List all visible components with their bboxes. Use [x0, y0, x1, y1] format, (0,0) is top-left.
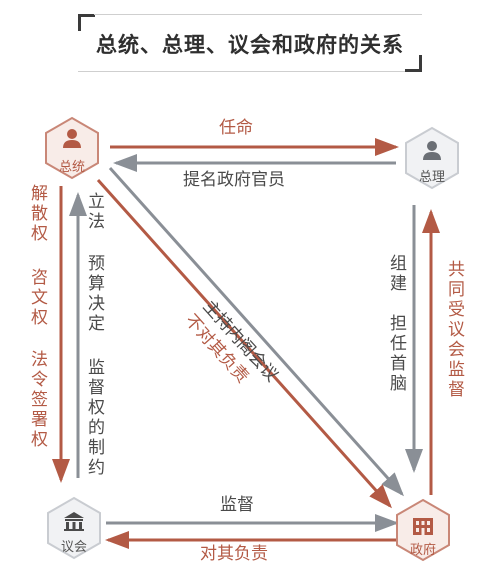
node-label-government: 政府 — [409, 543, 436, 558]
edge-label-appoint: 任命 — [219, 118, 253, 138]
edge-label-dissolve: 解散权 — [27, 184, 47, 244]
person-icon — [423, 141, 441, 160]
government-building-icon — [413, 518, 433, 535]
node-parliament — [47, 496, 101, 560]
edge-label-oversight: 监督权的制约 — [84, 358, 104, 478]
arrow-not-responsible — [96, 178, 393, 509]
edge-label-supervise: 监督 — [220, 495, 254, 515]
edge-label-organize: 组建 — [386, 254, 406, 294]
diagram-title: 总统、总理、议会和政府的关系 — [96, 33, 404, 57]
edge-label-joint-supervision: 共同受议会监督 — [444, 260, 464, 400]
edge-label-budget: 预算决定 — [84, 254, 104, 334]
node-label-president: 总统 — [58, 160, 85, 175]
title-rule-top — [94, 14, 422, 15]
title-frame: 总统、总理、议会和政府的关系 — [78, 14, 422, 72]
connectors — [52, 138, 440, 549]
person-icon — [63, 129, 81, 148]
title-corner-top-left — [78, 14, 95, 31]
title-corner-bottom-right — [405, 55, 422, 72]
node-president — [45, 116, 99, 180]
node-label-premier: 总理 — [418, 170, 445, 185]
edge-label-legislate: 立法 — [84, 192, 104, 232]
node-government — [396, 498, 450, 562]
edge-label-head: 担任首脑 — [386, 314, 406, 394]
edge-label-consult: 咨文权 — [27, 268, 47, 328]
edge-label-nominate: 提名政府官员 — [183, 170, 285, 190]
title-rule-bottom — [78, 71, 406, 72]
node-premier — [405, 126, 459, 190]
arrow-presides-cabinet — [108, 166, 405, 497]
edge-label-responsible-to: 对其负责 — [200, 544, 268, 564]
parliament-building-icon — [64, 512, 84, 531]
node-label-parliament: 议会 — [60, 540, 87, 555]
edge-label-sign-laws: 法令签署权 — [27, 350, 47, 450]
